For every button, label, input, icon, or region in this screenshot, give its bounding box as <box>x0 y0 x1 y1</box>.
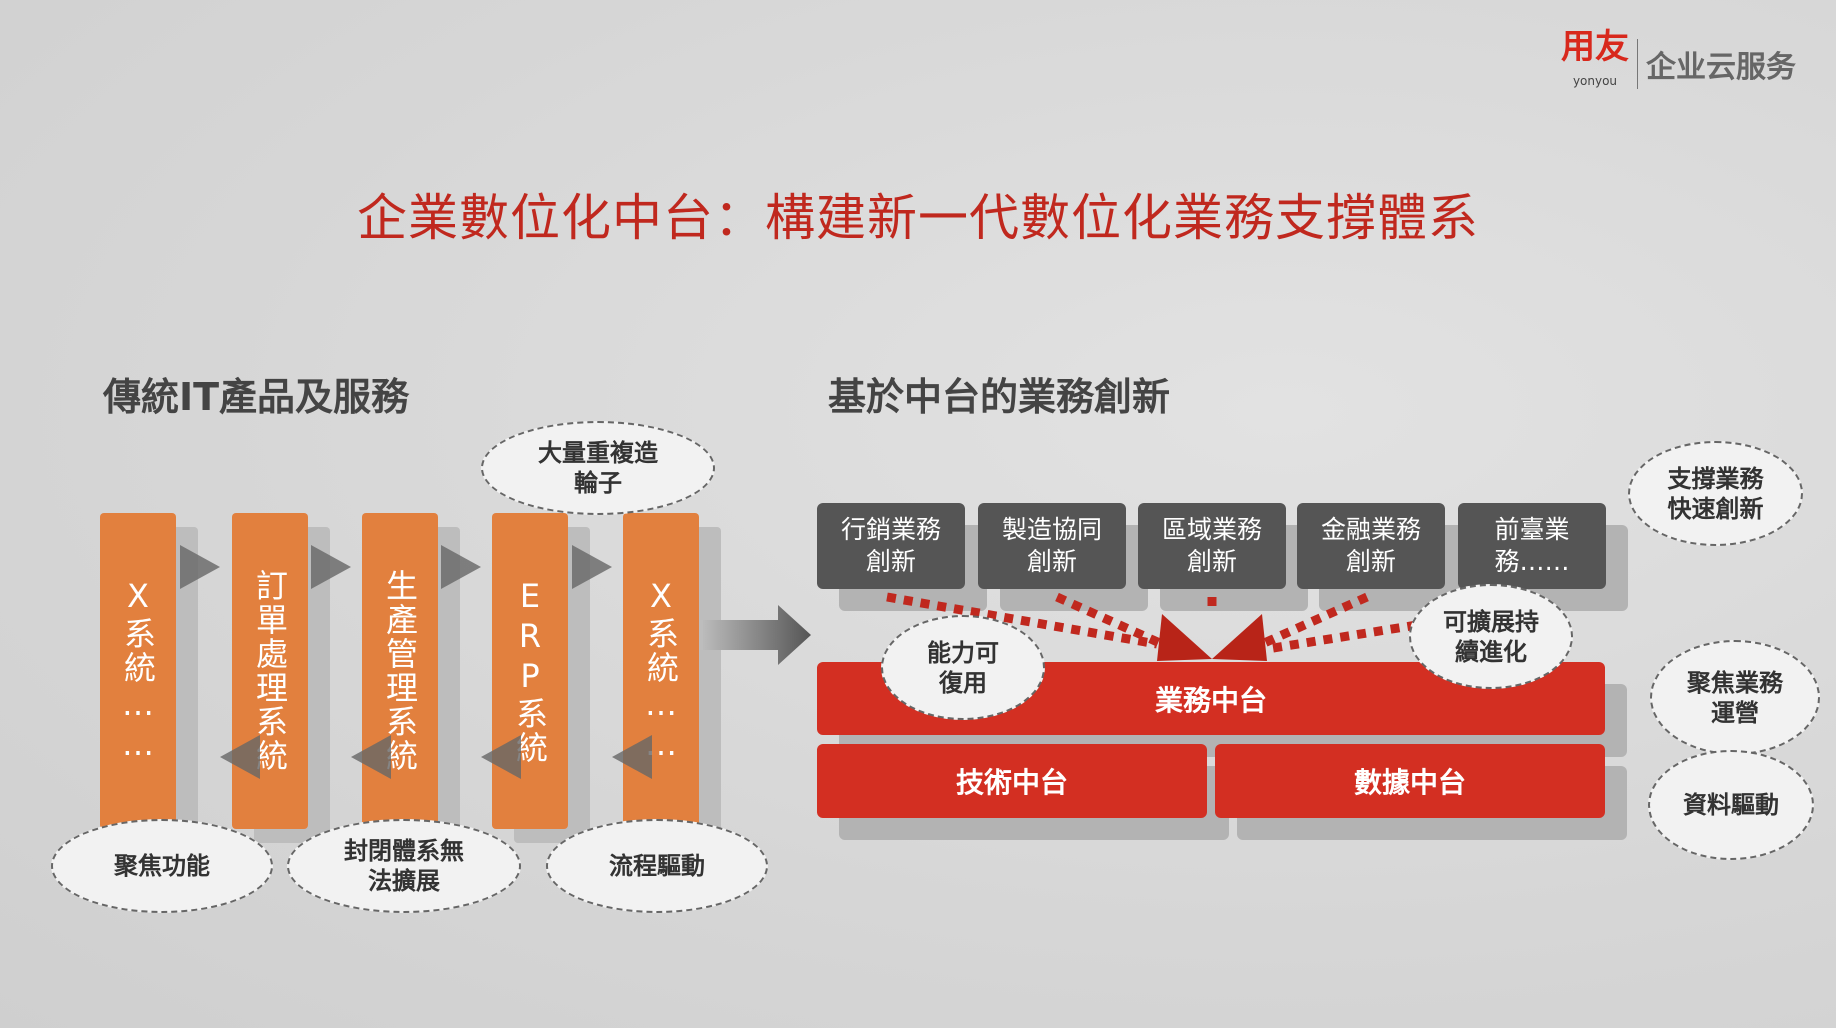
logo-service: 企业云服务 <box>1646 50 1796 85</box>
box-frontend-business: 前臺業務…… <box>1458 503 1606 589</box>
bubble-data-driven: 資料驅動 <box>1648 750 1814 860</box>
bubble-focus-operations: 聚焦業務運營 <box>1650 640 1820 755</box>
data-platform: 數據中台 <box>1215 744 1605 818</box>
arrow-right-icon <box>703 605 811 665</box>
bubble-closed-system: 封閉體系無法擴展 <box>287 819 521 913</box>
bubble-process-driven: 流程驅動 <box>546 819 768 913</box>
left-heading: 傳統IT產品及服務 <box>103 375 410 419</box>
chevron-right-icon <box>441 545 481 589</box>
bubble-duplicate-wheels: 大量重複造輪子 <box>481 421 715 515</box>
bubble-extensible: 可擴展持續進化 <box>1409 584 1573 689</box>
column-order-system: 訂單處理系統 <box>232 513 308 829</box>
tech-platform: 技術中台 <box>817 744 1207 818</box>
connector-lines <box>886 592 1518 661</box>
column-x-system-2: X系統…… <box>623 513 699 829</box>
chevron-left-icon <box>220 735 260 779</box>
chevron-right-icon <box>311 545 351 589</box>
chevron-right-icon <box>572 545 612 589</box>
chevron-left-icon <box>351 735 391 779</box>
bubble-support-innovation: 支撐業務快速創新 <box>1628 441 1803 546</box>
bubble-focus-function: 聚焦功能 <box>51 819 273 913</box>
page-title: 企業數位化中台：構建新一代數位化業務支撐體系 <box>357 189 1479 247</box>
chevron-left-icon <box>481 735 521 779</box>
column-x-system: X系統…… <box>100 513 176 829</box>
box-finance-innovation: 金融業務創新 <box>1297 503 1445 589</box>
box-manufacturing-innovation: 製造協同創新 <box>978 503 1126 589</box>
chevron-right-icon <box>180 545 220 589</box>
box-marketing-innovation: 行銷業務創新 <box>817 503 965 589</box>
chevron-left-icon <box>612 735 652 779</box>
column-erp-system: ERP系統 <box>492 513 568 829</box>
bubble-reuse: 能力可復用 <box>881 615 1045 720</box>
column-production-system: 生產管理系統 <box>362 513 438 829</box>
right-heading: 基於中台的業務創新 <box>828 375 1171 419</box>
box-regional-innovation: 區域業務創新 <box>1138 503 1286 589</box>
